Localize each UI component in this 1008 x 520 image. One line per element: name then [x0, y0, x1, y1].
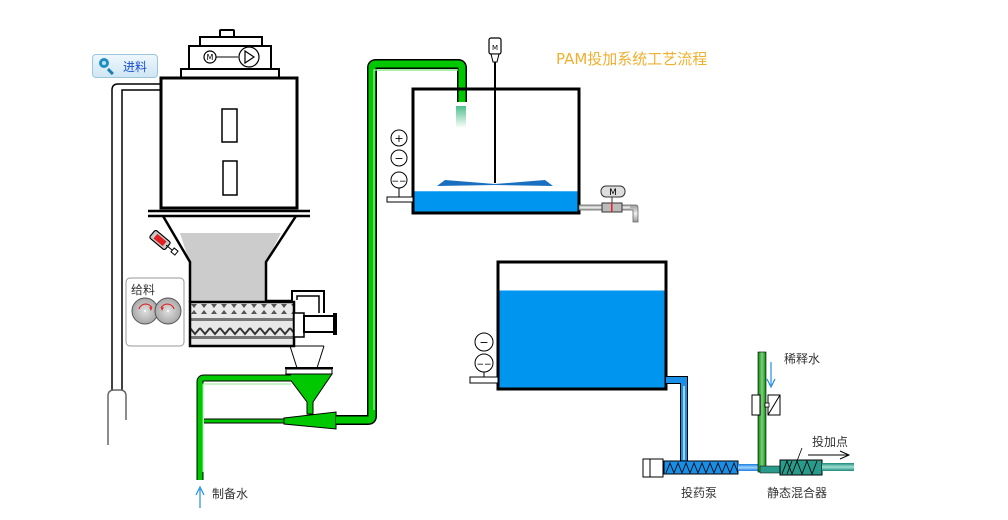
- valve-actuator-icon: [600, 185, 626, 198]
- hopper-vacuum-pump: M: [180, 29, 280, 79]
- vacuum-feed-line: [107, 83, 161, 445]
- storage-tank-liquid: [499, 290, 665, 388]
- svg-text:−−: −−: [476, 360, 491, 370]
- spray-stream: [456, 106, 466, 128]
- outlet-pipe: [822, 463, 854, 471]
- prep-tank-outlet-valve[interactable]: M: [578, 185, 639, 223]
- label-static-mixer: 静态混合器: [767, 485, 827, 500]
- search-icon: [97, 56, 117, 76]
- dilution-water-pipe: [751, 351, 781, 474]
- arrow-right-icon: [808, 450, 851, 460]
- dosing-pump[interactable]: [642, 458, 739, 478]
- screw-feeder: [188, 290, 337, 348]
- feed-button-label: 进料: [123, 59, 148, 74]
- pump-discharge-pipe: [738, 464, 760, 471]
- svg-text:−: −: [479, 336, 488, 349]
- solution-transfer-pipe: [336, 59, 467, 425]
- prep-tank-level-sensors: + − −−: [386, 129, 414, 203]
- storage-tank-level-sensors: − −−: [469, 332, 499, 384]
- sight-window: [222, 160, 238, 196]
- prep-tank-liquid: [414, 191, 578, 212]
- prep-water-pipe: [196, 374, 337, 480]
- svg-text:−: −: [394, 152, 403, 165]
- svg-text:−−: −−: [391, 177, 406, 187]
- wetting-funnel: [285, 345, 333, 415]
- mixer-blade: [437, 180, 553, 186]
- powder-hopper: [148, 76, 310, 303]
- label-prep-water: 制备水: [212, 487, 248, 501]
- arrow-up-icon: [195, 485, 205, 508]
- static-mixer: [779, 447, 854, 476]
- svg-text:M: M: [207, 53, 214, 62]
- storage-tank: [496, 260, 668, 391]
- svg-text:M: M: [609, 188, 617, 198]
- label-dosing-point: 投加点: [812, 434, 848, 449]
- svg-text:M: M: [492, 44, 498, 52]
- arrow-down-icon: [766, 362, 776, 389]
- sight-window: [221, 108, 238, 143]
- storage-outlet-pipe: [666, 376, 688, 468]
- label-dilution-water: 稀释水: [784, 352, 820, 366]
- preparation-tank: M: [411, 37, 581, 215]
- label-dosing-pump: 投药泵: [681, 485, 717, 500]
- svg-text:+: +: [394, 132, 403, 145]
- feeder-rollers-panel[interactable]: 给料: [125, 277, 185, 347]
- vibrator-icon: [149, 229, 179, 256]
- diagram-title: PAM投加系统工艺流程: [556, 50, 707, 68]
- feed-button[interactable]: 进料: [92, 54, 158, 78]
- svg-text:给料: 给料: [131, 283, 155, 297]
